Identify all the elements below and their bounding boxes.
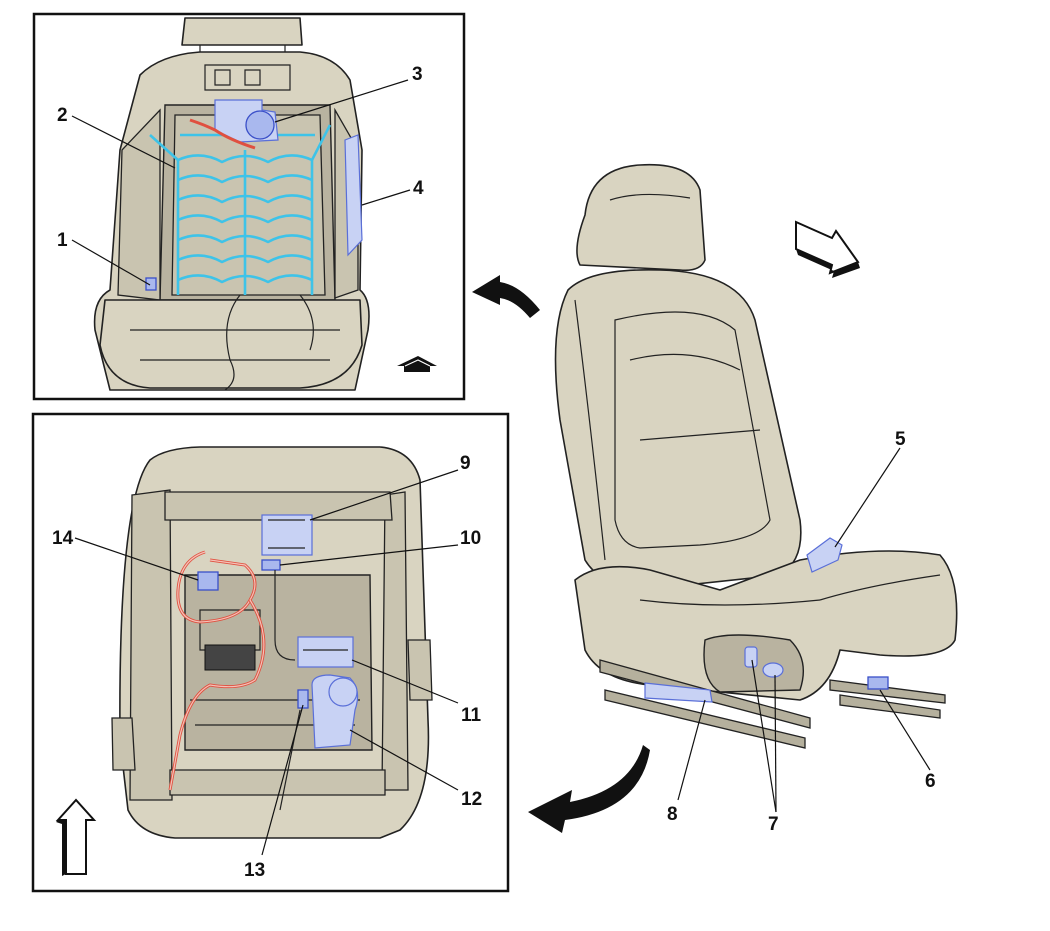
seat-cushion-module — [806, 537, 843, 573]
harness-connector-14 — [197, 571, 219, 591]
seatback-sensor — [145, 277, 157, 291]
lumbar-pump-module — [214, 99, 279, 143]
side-airbag-module — [344, 134, 363, 257]
callout-14: 14 — [52, 528, 74, 549]
seatback-inset-frame — [32, 12, 466, 401]
callout-13: 13 — [244, 860, 265, 881]
seatback-drawing — [93, 17, 370, 391]
callout-1: 1 — [57, 230, 68, 251]
seatback-heater-mat — [149, 124, 332, 295]
adjuster-motor — [311, 674, 359, 749]
seatback-inset: 2 1 3 4 — [32, 12, 466, 401]
track-position-sensor — [867, 676, 889, 690]
callout-9: 9 — [460, 453, 471, 474]
occupant-sensor-module — [297, 636, 354, 668]
full-seat-drawing: 5 6 7 8 — [554, 163, 958, 835]
up-arrow-icon — [55, 798, 97, 876]
callout-7: 7 — [768, 814, 779, 835]
view-direction-icon — [397, 356, 437, 372]
harness-connector-13 — [297, 689, 309, 709]
forward-direction-icon — [795, 220, 860, 278]
callout-10: 10 — [460, 528, 481, 549]
cushion-underside-inset: 9 10 14 11 12 13 — [31, 412, 510, 893]
curved-view-arrow-icon — [472, 275, 650, 833]
track-motor — [644, 682, 713, 703]
cushion-inset-frame — [31, 412, 510, 893]
seat-control-module — [261, 514, 313, 556]
seat-adjust-switches — [744, 646, 784, 678]
callout-6: 6 — [925, 771, 936, 792]
callout-5: 5 — [895, 429, 906, 450]
callout-11: 11 — [461, 705, 482, 726]
callout-12: 12 — [461, 789, 482, 810]
callout-8: 8 — [667, 804, 678, 825]
harness-connector-10 — [261, 559, 281, 571]
callout-3: 3 — [412, 64, 423, 85]
callout-4: 4 — [413, 178, 424, 199]
cushion-underside-drawing — [111, 446, 433, 839]
callout-2: 2 — [57, 105, 68, 126]
